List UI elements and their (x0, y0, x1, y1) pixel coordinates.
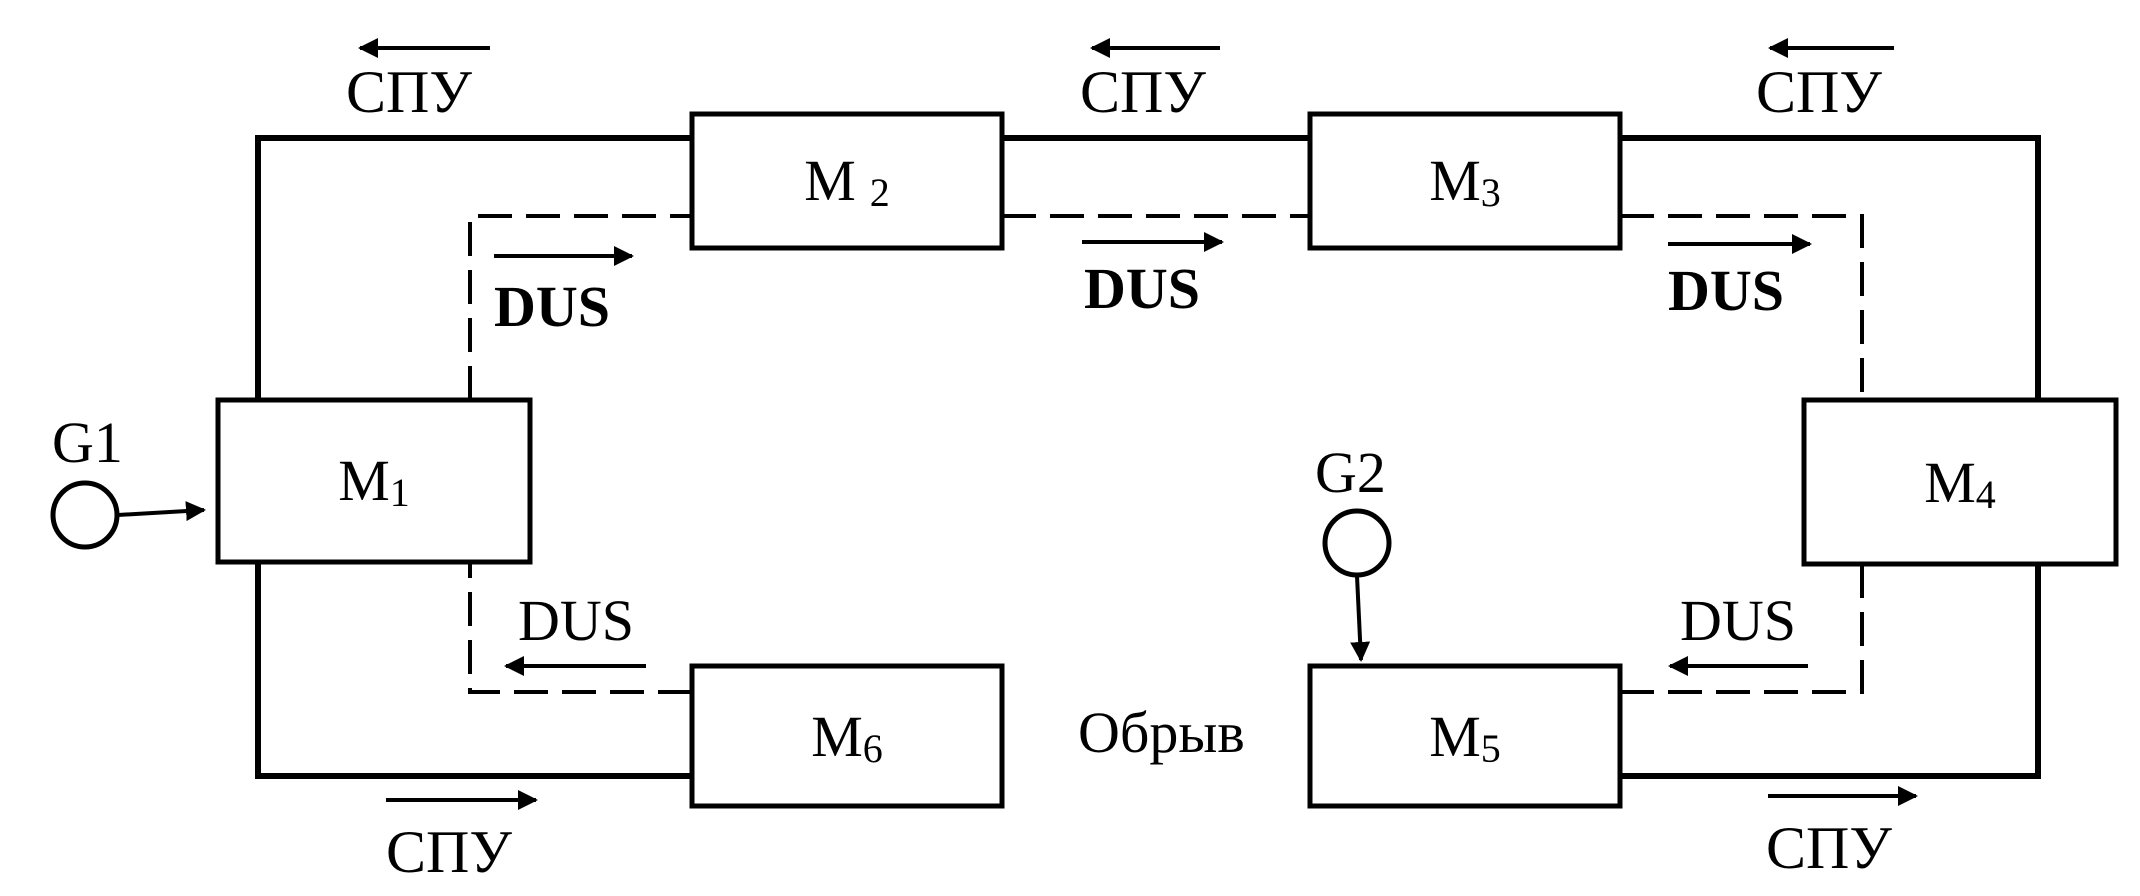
generator-circle (50, 480, 120, 550)
spu-top-left: СПУ (346, 38, 490, 125)
module-label: M5 (1429, 704, 1501, 771)
dus-bottom-left: DUS (504, 588, 646, 676)
dus-label: DUS (494, 274, 610, 339)
module-label: M1 (338, 448, 410, 515)
generator-arrow (117, 501, 206, 522)
module-label: M4 (1924, 450, 1996, 517)
generator-g1: G1 (50, 410, 206, 550)
dus-segment-m1-m2 (468, 214, 692, 400)
spu-label: СПУ (1756, 59, 1882, 125)
ring-segment-m6-m1 (255, 562, 692, 779)
generator-arrow (1350, 575, 1371, 662)
ring-segment-m4-m5 (1620, 564, 2041, 779)
dus-label: DUS (518, 588, 634, 653)
dus-segment-m3-m4 (1620, 214, 1864, 400)
inner-ring (468, 214, 1864, 694)
dus-label: DUS (1680, 588, 1796, 653)
spu-top-right: СПУ (1756, 38, 1894, 125)
ring-segment-m1-m2 (255, 135, 692, 400)
dus-label: DUS (1668, 258, 1784, 323)
spu-bottom-left: СПУ (386, 790, 538, 885)
dus-segment-m6-m1 (468, 562, 692, 694)
generator-label: G1 (52, 410, 123, 475)
spu-label: СПУ (1080, 59, 1206, 125)
generator-g2: G2 (1315, 440, 1392, 662)
module-m1: M1 (215, 397, 533, 565)
spu-bottom-right: СПУ (1766, 786, 1918, 881)
dus-label: DUS (1084, 256, 1200, 321)
outer-ring (255, 135, 2041, 779)
generator-label: G2 (1315, 440, 1386, 505)
module-label: M3 (1429, 148, 1501, 215)
module-m5: M5 (1307, 663, 1623, 809)
spu-label: СПУ (386, 819, 512, 885)
module-m6: M6 (689, 663, 1005, 809)
dus-segment-m4-m5 (1620, 564, 1864, 694)
spu-top-middle: СПУ (1080, 38, 1220, 125)
module-label: M6 (811, 704, 883, 771)
ring-segment-m3-m4 (1620, 135, 2041, 400)
module-m4: M4 (1801, 397, 2119, 567)
module-m3: M3 (1307, 111, 1623, 251)
generator-circle (1322, 508, 1392, 578)
break-label: Обрыв (1078, 700, 1245, 765)
dus-top-middle: DUS (1082, 232, 1224, 321)
spu-label: СПУ (346, 59, 472, 125)
spu-label: СПУ (1766, 815, 1892, 881)
dus-top-right: DUS (1668, 234, 1812, 323)
dus-top-left: DUS (494, 246, 634, 339)
dus-bottom-right: DUS (1668, 588, 1808, 676)
